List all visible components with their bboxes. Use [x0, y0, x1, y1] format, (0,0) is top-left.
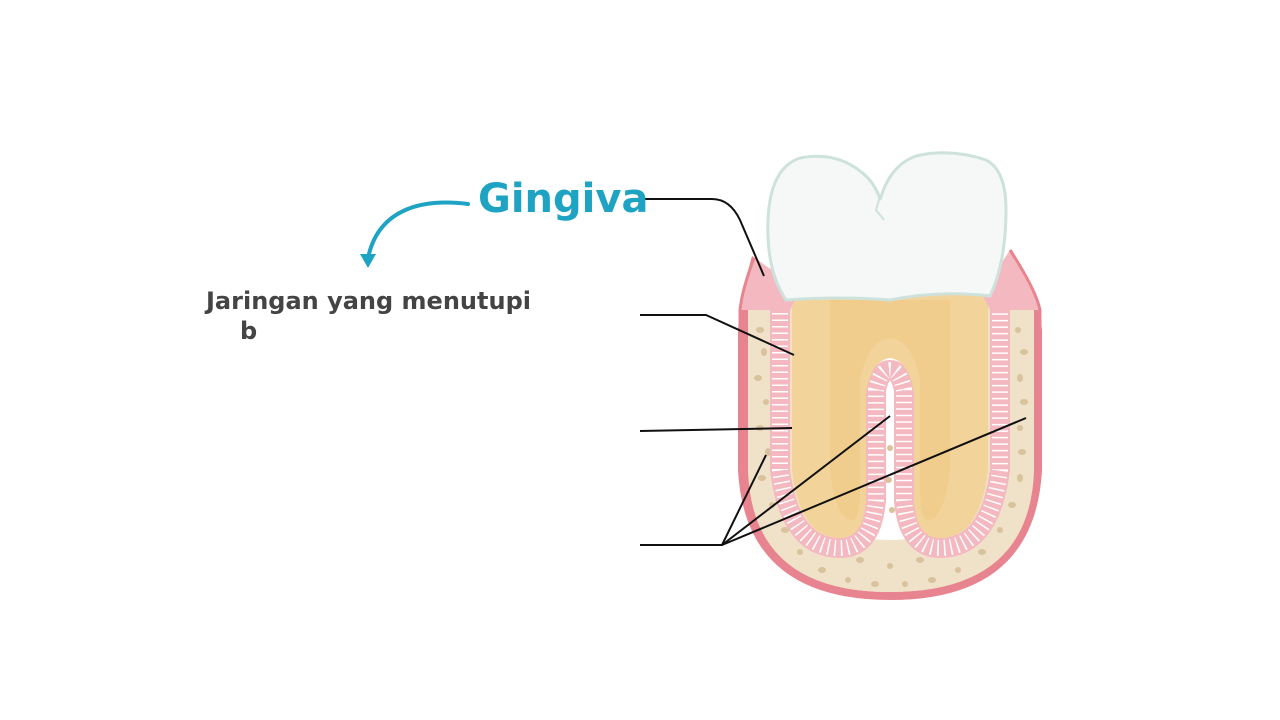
curved-arrow	[366, 200, 470, 260]
pulp-shade	[830, 300, 950, 520]
leader-line-ligament	[640, 314, 795, 356]
leader-line-bone-3	[721, 417, 1027, 546]
diagram-title: Gingiva	[478, 176, 649, 222]
arrow-head-icon	[360, 254, 376, 268]
description-line-1: Jaringan yang menutupi	[206, 287, 531, 315]
leader-line-bone-2	[721, 415, 891, 546]
gum-collar-right	[980, 250, 1040, 310]
gum-edge-right	[1008, 249, 1042, 470]
tooth-crown	[766, 151, 1008, 302]
periodontal-ligament-fibers	[772, 300, 1008, 556]
leader-lines	[639, 198, 1027, 546]
crown-fissure	[874, 195, 885, 221]
description-line-2: b	[240, 317, 258, 345]
gum-edge-left	[738, 257, 756, 470]
bone-pores	[754, 327, 1028, 587]
gingiva-description: Jaringan yang menutupi b	[206, 286, 546, 346]
leader-line-cementum	[639, 427, 793, 432]
leader-line-gingiva	[640, 198, 765, 277]
